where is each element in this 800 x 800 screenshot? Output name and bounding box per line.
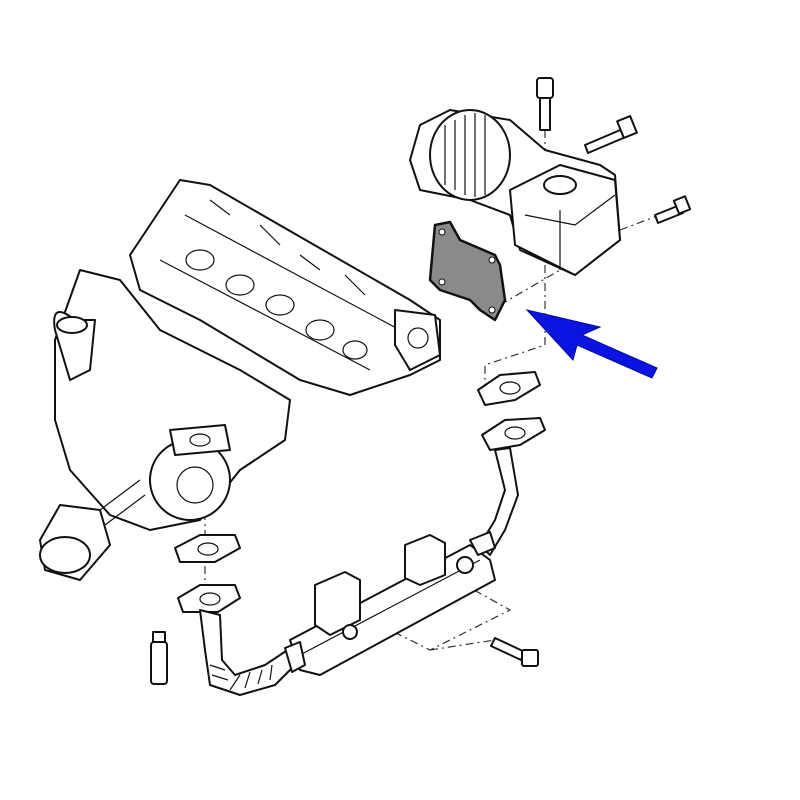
bolt-stud-right <box>584 115 638 154</box>
bolt-small-right <box>654 195 692 224</box>
pipe-flange-lower <box>177 584 241 613</box>
pipe-gasket-upper <box>477 371 541 406</box>
bolt-top <box>536 77 554 131</box>
egr-valve <box>409 109 621 276</box>
pipe-flange-upper <box>481 417 546 451</box>
egr-pipe-upper <box>479 447 519 556</box>
egr-gasket-highlighted <box>428 220 507 322</box>
turbocharger <box>39 269 291 581</box>
egr-pipe-lower-corrugated <box>199 609 301 696</box>
egr-cooler <box>284 531 496 676</box>
turbo-gasket <box>174 534 241 563</box>
bolt-left <box>150 631 168 685</box>
pointer-arrow-icon <box>525 309 658 379</box>
exhaust-manifold <box>129 179 441 396</box>
bolt-cooler <box>490 637 539 667</box>
